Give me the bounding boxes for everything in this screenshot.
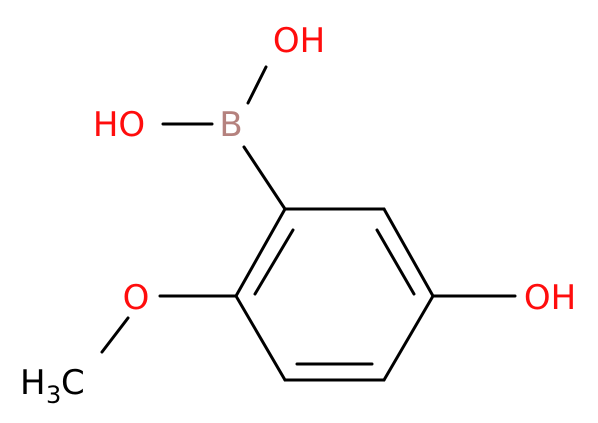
bond-c2-c3: [382, 207, 435, 298]
hydroxyl-top-label: OH: [273, 21, 325, 61]
hydroxyl-left-label: HO: [93, 105, 145, 145]
boron-label: B: [219, 105, 242, 145]
atom-labels: OH HO B OH O H 3 C: [20, 21, 576, 409]
bond-c6-c1-inner: [253, 228, 295, 296]
methyl-h-label: H: [20, 363, 46, 403]
bond-o-ch3: [100, 316, 130, 354]
bond-c3-c4: [382, 294, 435, 382]
bond-c6-c1: [234, 207, 287, 298]
hydroxyl-right-label: OH: [524, 278, 576, 318]
bond-c2-c3-inner: [375, 228, 416, 296]
methyl-group-label: H 3 C: [20, 363, 85, 409]
bond-b-c1: [242, 145, 287, 211]
bond-c5-c6: [234, 294, 287, 382]
bonds: [100, 65, 517, 382]
methyl-subscript-label: 3: [46, 381, 61, 409]
methyl-c-label: C: [61, 363, 85, 403]
bond-b-oh-top: [246, 65, 268, 105]
ether-oxygen-label: O: [123, 278, 150, 318]
